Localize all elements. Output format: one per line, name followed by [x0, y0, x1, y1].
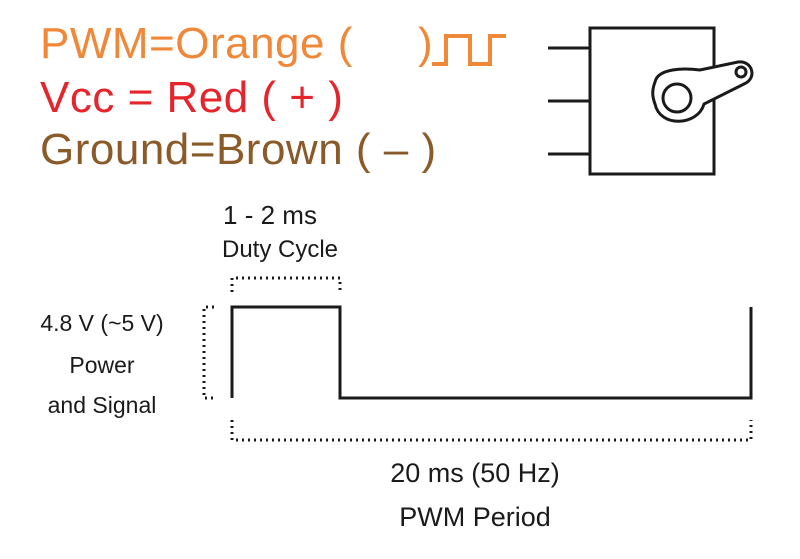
- pwm-wave-icon: [432, 34, 506, 66]
- voltage-value: 4.8 V (~5 V): [40, 310, 164, 336]
- pwm-signal-waveform: [230, 305, 753, 400]
- voltage-caption-line1: Power: [69, 352, 135, 378]
- period-caption: PWM Period: [399, 502, 551, 532]
- voltage-caption-line2: and Signal: [47, 392, 157, 418]
- vcc-wire-label: Vcc = Red ( + ): [40, 73, 344, 122]
- servo-wires: [548, 46, 590, 156]
- ground-wire-label: Ground=Brown ( – ): [40, 125, 437, 174]
- pwm-wire-label: PWM=Orange ( ): [40, 19, 434, 68]
- period-value: 20 ms (50 Hz): [390, 458, 560, 488]
- servo-motor-icon: [588, 26, 754, 176]
- duty-cycle-bracket: [230, 276, 342, 292]
- duty-cycle-value: 1 - 2 ms: [223, 200, 317, 230]
- voltage-bracket: [202, 305, 214, 400]
- duty-cycle-caption: Duty Cycle: [221, 236, 339, 263]
- period-bracket: [230, 420, 753, 442]
